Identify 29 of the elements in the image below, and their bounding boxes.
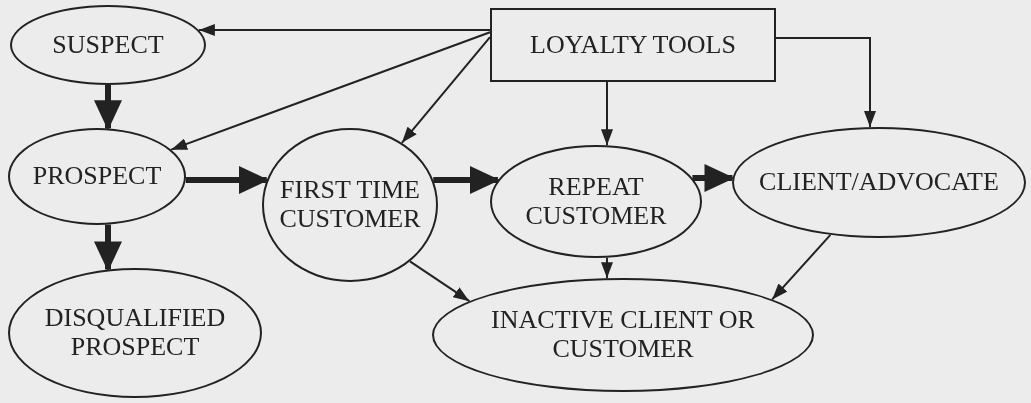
tool-box [490,8,776,82]
arrow [601,81,613,147]
node-label: DISQUALIFIED PROSPECT [43,304,227,362]
node-label: REPEAT CUSTOMER [524,172,668,231]
thick-arrow [692,164,735,192]
node-label: FIRST TIME CUSTOMER [278,176,422,234]
arrow [601,256,613,280]
arrow [400,36,491,144]
node-label: INACTIVE CLIENT OR CUSTOMER [490,306,756,364]
node-label: LOYALTY TOOLS [529,30,737,60]
arrow [197,24,491,36]
stage-ellipse [8,268,262,398]
thick-arrow [94,224,122,272]
node-label: CLIENT/ADVOCATE [758,168,1000,197]
node-label: PROSPECT [31,162,163,191]
stage-ellipse [262,128,438,282]
thick-arrow [433,166,500,194]
thick-arrow [94,85,122,131]
arrow [170,31,491,151]
stage-ellipse [8,128,186,225]
stage-ellipse [10,5,206,85]
thick-arrow [185,166,269,194]
arrow [771,233,832,301]
node-label: SUSPECT [51,30,165,60]
arrow [408,260,471,303]
stage-ellipse [732,127,1026,238]
stage-ellipse [432,278,814,392]
arrow [775,37,876,129]
stage-ellipse [490,145,702,258]
